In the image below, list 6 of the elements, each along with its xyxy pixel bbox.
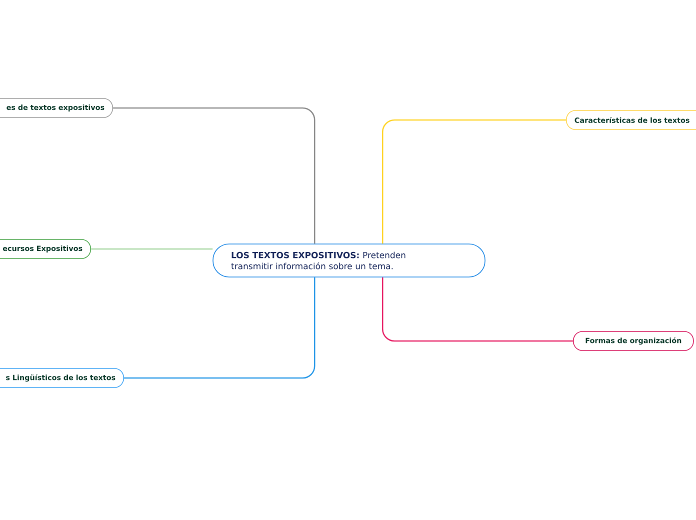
connector-line xyxy=(382,119,566,244)
connector-line xyxy=(91,248,213,250)
connector-line xyxy=(382,277,573,342)
connector-line xyxy=(124,277,316,379)
topic-box: LOS TEXTOS EXPOSITIVOS: Pretenden transmitir información sobre un tema. xyxy=(212,244,486,278)
connector-line xyxy=(113,107,316,244)
